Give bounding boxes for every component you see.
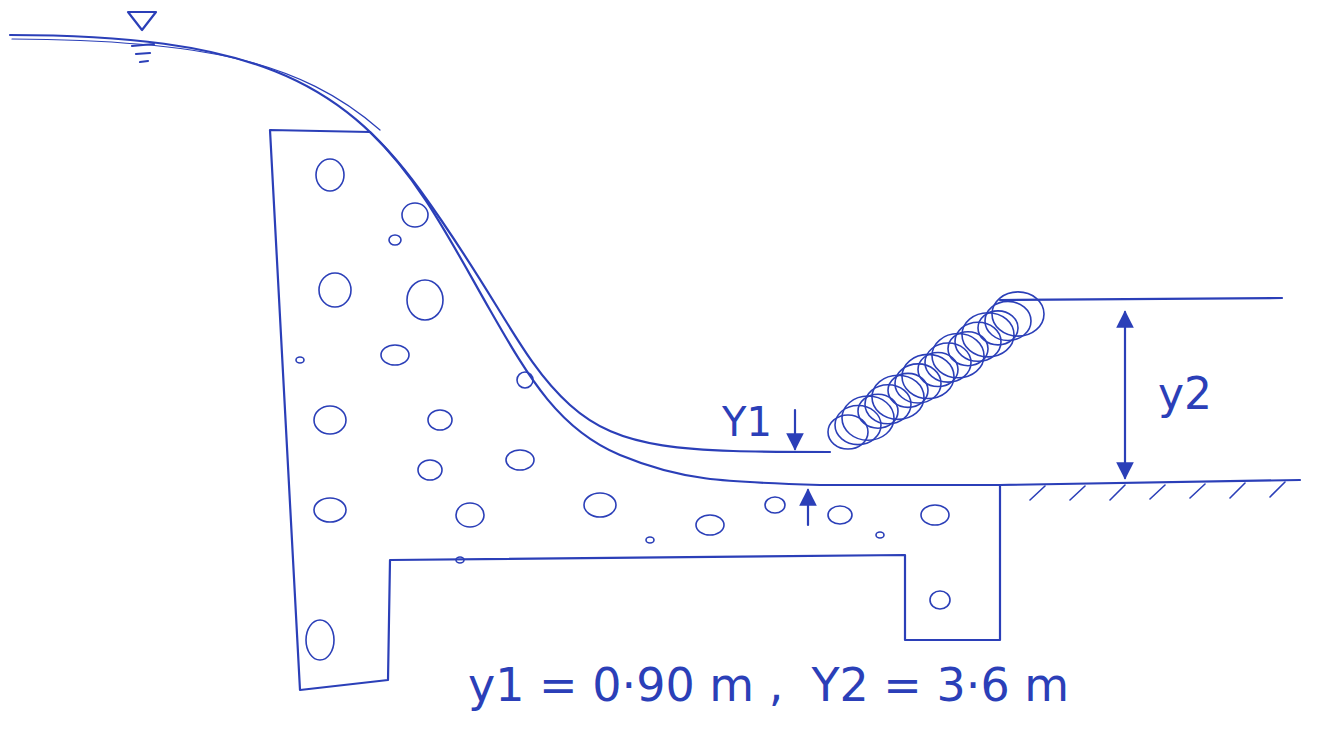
aggregate-stone [456,557,464,563]
ground-hatching [1030,482,1285,500]
aggregate-stone [389,235,401,245]
y2-dimension-arrow [1124,312,1126,478]
aggregate-stone [765,497,785,513]
roller-circle [872,375,924,419]
aggregate-stone [428,410,452,430]
given-value: y1 = 0·90 m , [468,662,783,708]
water-level-symbol [128,12,156,30]
aggregate-stone [828,506,852,524]
roller-circle [932,334,984,378]
aggregate-stone [306,620,334,660]
roller-circle [962,313,1014,357]
aggregate-stone [407,280,443,320]
aggregate-stone [456,503,484,527]
tailwater-surface [1000,298,1282,300]
aggregate-stone [296,357,304,363]
aggregate-stone [314,498,346,522]
aggregate-stone [876,532,884,538]
hydraulic-jump-roller [828,292,1044,449]
aggregate-stone [418,460,442,480]
aggregate-stone [316,159,344,191]
aggregate-stone [402,203,428,227]
spillway-body [270,130,1000,690]
aggregate-stone [696,515,724,535]
aggregate-stone [646,537,654,543]
aggregate-stone [314,406,346,434]
roller-circle [902,354,954,398]
water-surface-shade [12,39,380,130]
y1-arrow-down [794,410,796,449]
aggregate-stone [381,345,409,365]
depth-label: Y1 [722,402,772,442]
concrete-aggregate [296,159,950,660]
aggregate-stone [584,493,616,517]
aggregate-stone [319,273,351,307]
depth-label: y2 [1158,372,1212,416]
aggregate-stone [930,591,950,609]
aggregate-stone [921,505,949,525]
roller-circle [992,292,1044,336]
roller-circle [842,396,894,440]
aggregate-stone [506,450,534,470]
y1-arrow-up [807,490,809,525]
water-surface [10,35,830,452]
water-level-ticks [132,44,154,62]
channel-bed [1000,480,1300,485]
given-value: Y2 = 3·6 m [811,662,1069,708]
aggregate-stone [517,372,533,388]
